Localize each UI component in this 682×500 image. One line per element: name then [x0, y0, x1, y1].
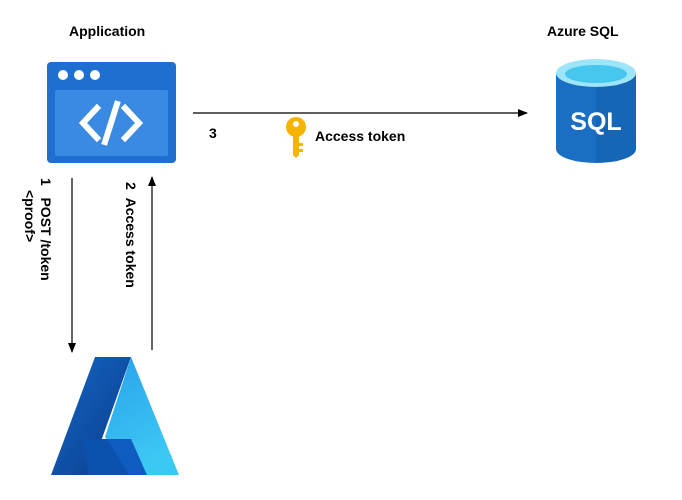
step1-text: POST /token: [38, 197, 54, 281]
step2-text: Access token: [123, 197, 139, 288]
step1-label: 1 POST /token <proof>: [22, 178, 54, 281]
step3-label: Access token: [315, 128, 406, 144]
azure-sql-title: Azure SQL: [547, 23, 619, 39]
step1-line2: <proof>: [22, 190, 38, 243]
browser-code-icon: [47, 62, 176, 163]
application-title: Application: [69, 23, 146, 39]
step1-line1: 1 POST /token: [38, 178, 54, 281]
sql-icon-text: SQL: [570, 108, 621, 136]
step3-number: 3: [209, 125, 217, 141]
sql-database-icon: SQL: [556, 59, 636, 163]
step1-number: 1: [38, 178, 54, 186]
step2-number: 2: [123, 182, 139, 190]
azure-logo-icon: [51, 357, 179, 475]
key-icon: [286, 117, 306, 158]
step2-label: 2 Access token: [123, 182, 139, 288]
